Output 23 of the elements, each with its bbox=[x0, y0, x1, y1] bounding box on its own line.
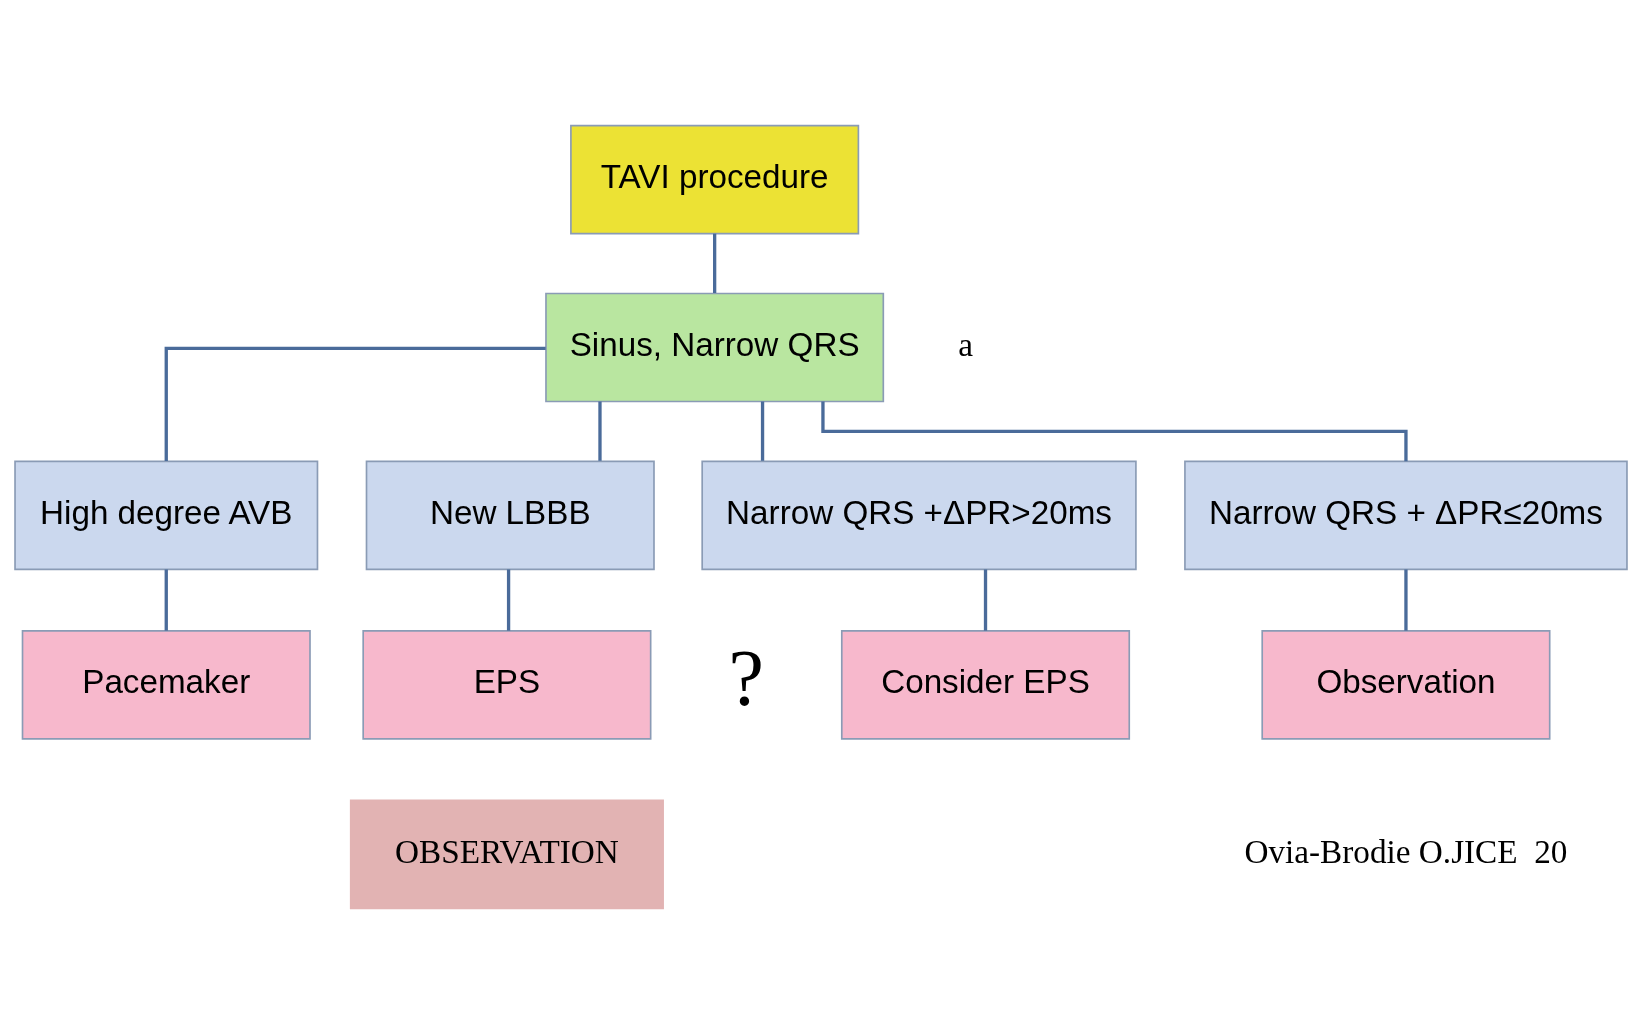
connector bbox=[164, 346, 546, 462]
node-box: OBSERVATION bbox=[349, 799, 664, 910]
node-box: High degree AVB bbox=[14, 460, 319, 571]
connector bbox=[506, 569, 511, 631]
node-box: New LBBB bbox=[365, 460, 655, 571]
connector bbox=[760, 401, 765, 461]
node-box: Narrow QRS +ΔPR>20ms bbox=[701, 460, 1137, 571]
node-box: EPS bbox=[362, 630, 652, 740]
node-box: TAVI procedure bbox=[570, 124, 860, 235]
node-box: Pacemaker bbox=[21, 630, 311, 740]
label: Ovia-Brodie O.JICE 20 bbox=[1244, 832, 1568, 870]
connector bbox=[821, 401, 1408, 462]
node-box: Sinus, Narrow QRS bbox=[545, 292, 885, 403]
connector bbox=[164, 569, 168, 631]
label: ? bbox=[728, 633, 764, 722]
node-box: Consider EPS bbox=[840, 630, 1131, 740]
node-box: Observation bbox=[1261, 630, 1551, 740]
label: a bbox=[958, 325, 973, 363]
node-box: Narrow QRS + ΔPR≤20ms bbox=[1184, 460, 1628, 571]
connector bbox=[983, 569, 988, 631]
connector bbox=[598, 401, 602, 461]
connector bbox=[1404, 569, 1408, 631]
connector bbox=[713, 233, 717, 293]
